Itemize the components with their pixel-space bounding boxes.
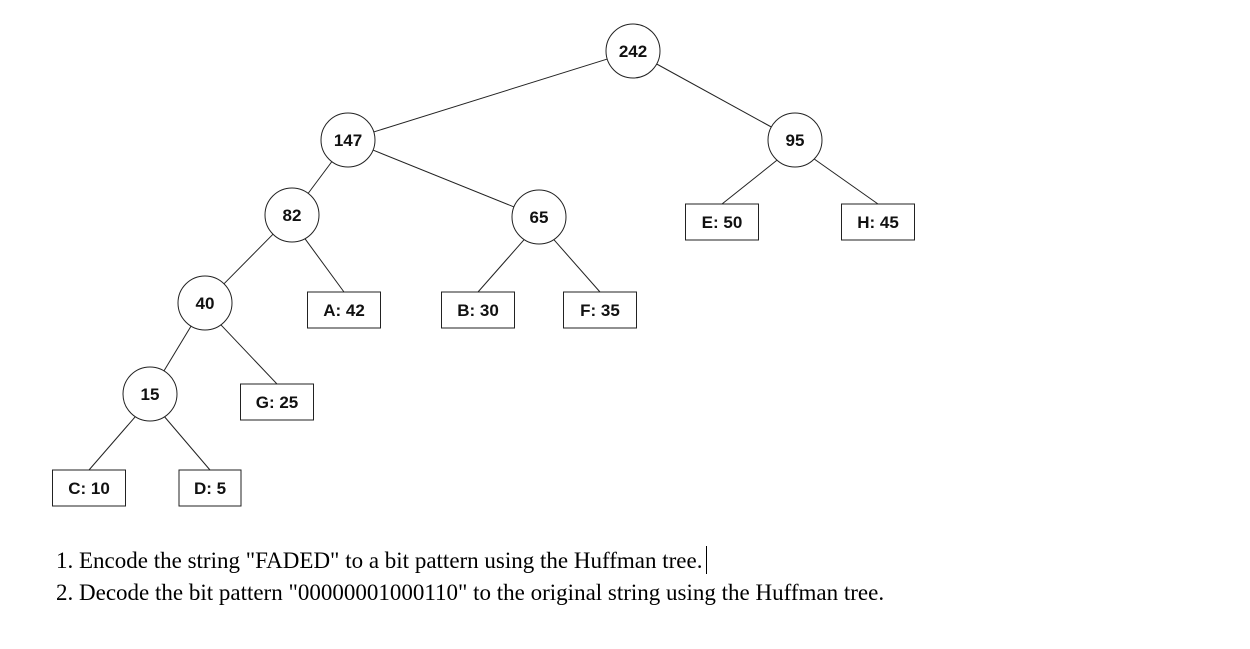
leaf-symbol-label: F: 35 — [580, 301, 620, 320]
questions: 1. Encode the string "FADED" to a bit pa… — [56, 545, 1206, 609]
tree-edge — [163, 325, 192, 372]
node-weight-label: 65 — [530, 208, 549, 227]
tree-edge — [220, 324, 278, 385]
leaf-box — [685, 203, 759, 241]
internal-node: 147 — [320, 112, 376, 168]
tree-edge — [304, 238, 345, 293]
leaf-node: E: 50 — [685, 203, 759, 241]
node-circle — [767, 112, 823, 168]
node-circle — [264, 187, 320, 243]
question-1-text: 1. Encode the string "FADED" to a bit pa… — [56, 548, 703, 573]
internal-node: 95 — [767, 112, 823, 168]
leaf-node: A: 42 — [307, 291, 381, 329]
leaf-symbol-label: G: 25 — [256, 393, 299, 412]
leaf-box — [240, 383, 314, 421]
node-weight-label: 40 — [196, 294, 215, 313]
tree-edge — [307, 161, 333, 194]
question-1: 1. Encode the string "FADED" to a bit pa… — [56, 545, 1206, 577]
leaf-node: G: 25 — [240, 383, 314, 421]
leaf-box — [52, 469, 126, 507]
leaf-box — [307, 291, 381, 329]
node-weight-label: 147 — [334, 131, 362, 150]
node-circle — [605, 23, 661, 79]
leaf-symbol-label: A: 42 — [323, 301, 365, 320]
leaf-node: H: 45 — [841, 203, 915, 241]
tree-edge — [223, 233, 274, 285]
internal-node: 242 — [605, 23, 661, 79]
node-circle — [320, 112, 376, 168]
node-circle — [511, 189, 567, 245]
leaf-box — [178, 469, 242, 507]
leaf-node: F: 35 — [563, 291, 637, 329]
leaf-symbol-label: D: 5 — [194, 479, 226, 498]
leaf-symbol-label: E: 50 — [702, 213, 743, 232]
internal-node: 65 — [511, 189, 567, 245]
node-weight-label: 82 — [283, 206, 302, 225]
tree-edge — [553, 239, 601, 293]
leaf-symbol-label: H: 45 — [857, 213, 899, 232]
tree-edge — [88, 416, 136, 471]
node-circle — [177, 275, 233, 331]
text-cursor — [706, 546, 708, 574]
tree-edge — [656, 63, 772, 128]
node-weight-label: 15 — [141, 385, 160, 404]
tree-edge — [372, 149, 515, 208]
internal-node: 82 — [264, 187, 320, 243]
huffman-tree-diagram: 242 147 95 82 65 40 15 E: 50 H: 45 A: 42 B: 30 F: 3… — [52, 23, 915, 507]
question-2: 2. Decode the bit pattern "0000000100011… — [56, 580, 885, 605]
leaf-node: B: 30 — [441, 291, 515, 329]
node-weight-label: 95 — [786, 131, 805, 150]
tree-edge — [813, 158, 879, 205]
leaf-node: C: 10 — [52, 469, 126, 507]
tree-edge — [721, 159, 778, 205]
tree-edges — [88, 58, 879, 471]
tree-edge — [477, 239, 525, 293]
internal-node: 40 — [177, 275, 233, 331]
leaf-symbol-label: B: 30 — [457, 301, 499, 320]
node-weight-label: 242 — [619, 42, 647, 61]
leaf-symbol-label: C: 10 — [68, 479, 110, 498]
tree-edge — [164, 416, 211, 471]
leaf-box — [563, 291, 637, 329]
leaf-box — [441, 291, 515, 329]
leaf-node: D: 5 — [178, 469, 242, 507]
node-circle — [122, 366, 178, 422]
internal-node: 15 — [122, 366, 178, 422]
tree-edge — [373, 58, 608, 133]
leaf-box — [841, 203, 915, 241]
